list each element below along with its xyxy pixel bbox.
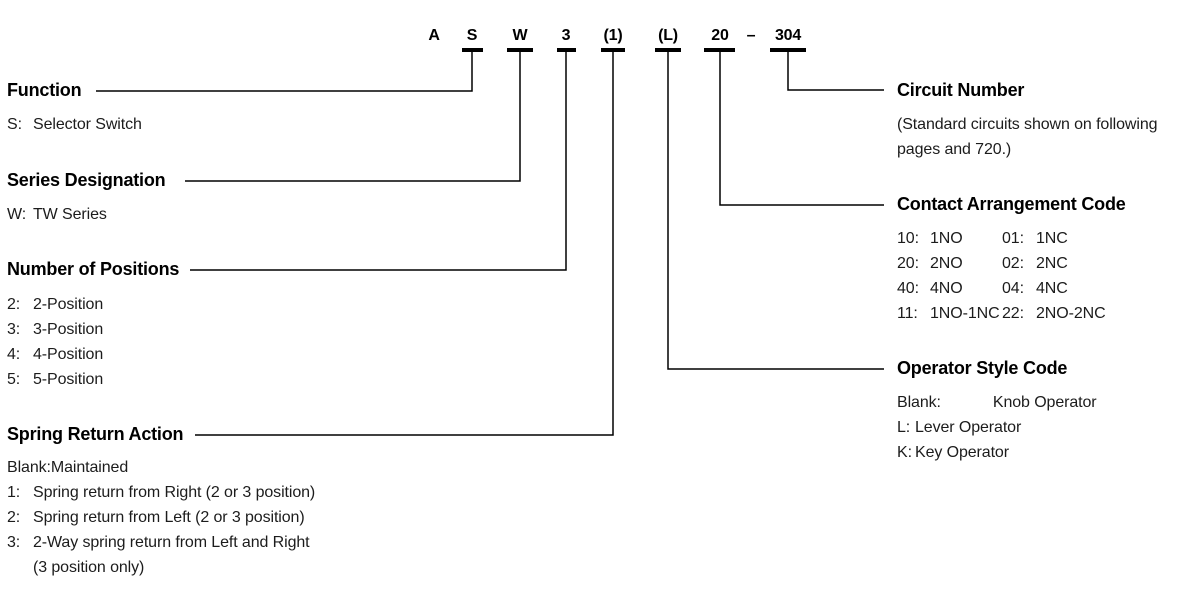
item-desc: 2-Way spring return from Left and Right … (33, 534, 310, 576)
item-desc: Lever Operator (915, 419, 1022, 436)
list-item: L: Lever Operator (897, 415, 1097, 440)
item-code: Blank: (7, 459, 51, 476)
connector-positions (190, 52, 567, 271)
list-item: 2: Spring return from Left (2 or 3 posit… (7, 505, 315, 530)
table-row: 20: 2NO 02: 2NC (897, 251, 1106, 276)
section-title-circuit: Circuit Number (897, 80, 1025, 100)
code-segment-dash: – (746, 27, 756, 44)
code-segment-circuit: 304 (774, 27, 802, 44)
contact-desc: 4NC (1036, 280, 1068, 297)
section-title-operator: Operator Style Code (897, 358, 1068, 378)
section-title-spring: Spring Return Action (7, 424, 184, 444)
item-code: 3: (7, 321, 21, 338)
contact-code: 04: (1002, 280, 1024, 297)
item-desc: Spring return from Right (2 or 3 positio… (33, 484, 316, 501)
contact-desc: 2NO (930, 255, 963, 272)
spring-items: Blank: Maintained 1: Spring return from … (7, 455, 315, 580)
section-title-series: Series Designation (7, 170, 166, 190)
code-segment-positions: 3 (561, 27, 571, 44)
underline-segment-304 (770, 48, 806, 52)
list-item: 2: 2-Position (7, 292, 103, 317)
item-desc: Key Operator (915, 444, 1009, 461)
connector-function (96, 52, 473, 92)
item-desc: Spring return from Left (2 or 3 position… (33, 509, 305, 526)
connector-contact (719, 52, 884, 206)
list-item: 3: 2-Way spring return from Left and Rig… (7, 530, 315, 580)
item-code: 4: (7, 346, 21, 363)
contact-desc: 4NO (930, 280, 963, 297)
item-desc: 3-Position (33, 321, 104, 338)
item-desc: 2-Position (33, 296, 104, 313)
item-desc: Maintained (50, 459, 129, 476)
contact-code: 02: (1002, 255, 1024, 272)
list-item: 4: 4-Position (7, 342, 103, 367)
list-item: W: TW Series (7, 202, 107, 227)
list-item: K: Key Operator (897, 440, 1097, 465)
contact-desc: 2NC (1036, 255, 1068, 272)
item-desc: 4-Position (33, 346, 104, 363)
contact-code: 22: (1002, 305, 1024, 322)
item-code: S: (7, 116, 22, 133)
positions-items: 2: 2-Position 3: 3-Position 4: 4-Positio… (7, 292, 103, 392)
contact-code: 01: (1002, 230, 1024, 247)
list-item: S: Selector Switch (7, 112, 142, 137)
item-code: 5: (7, 371, 21, 388)
contact-desc: 1NC (1036, 230, 1068, 247)
section-title-positions: Number of Positions (7, 259, 180, 279)
contact-code: 10: (897, 230, 919, 247)
underline-segment-20 (704, 48, 735, 52)
item-code: Blank: (897, 394, 941, 411)
item-desc: Selector Switch (33, 116, 142, 133)
connector-spring (195, 52, 614, 436)
item-code: K: (897, 444, 912, 461)
connector-series (185, 52, 521, 182)
item-code: L: (897, 419, 911, 436)
contact-desc: 1NO-1NC (930, 305, 1000, 322)
table-row: 11: 1NO-1NC 22: 2NO-2NC (897, 301, 1106, 326)
list-item: 1: Spring return from Right (2 or 3 posi… (7, 480, 315, 505)
series-items: W: TW Series (7, 202, 107, 227)
table-row: 40: 4NO 04: 4NC (897, 276, 1106, 301)
item-code: 3: (7, 534, 21, 551)
section-title-function: Function (7, 80, 82, 100)
contact-code: 11: (897, 305, 918, 322)
table-row: 10: 1NO 01: 1NC (897, 226, 1106, 251)
connector-circuit (787, 52, 884, 91)
circuit-note: (Standard circuits shown on following pa… (897, 116, 1158, 158)
contact-table: 10: 1NO 01: 1NC 20: 2NO 02: 2NC 40: 4NO … (897, 226, 1106, 326)
list-item: 5: 5-Position (7, 367, 103, 392)
item-desc: TW Series (33, 206, 107, 223)
list-item: Blank: Knob Operator (897, 390, 1097, 415)
item-desc: Knob Operator (992, 394, 1097, 411)
code-segment-a: A (428, 27, 440, 44)
item-code: 1: (7, 484, 21, 501)
code-segment-spring: (1) (603, 27, 623, 44)
contact-code: 40: (897, 280, 919, 297)
list-item: Blank: Maintained (7, 455, 315, 480)
item-desc: 5-Position (33, 371, 104, 388)
code-segment-series: W (512, 27, 528, 44)
code-segment-operator: (L) (658, 27, 678, 44)
underline-segment-w (507, 48, 533, 52)
code-segment-function: S (466, 27, 478, 44)
item-code: W: (7, 206, 27, 223)
contact-desc: 2NO-2NC (1036, 305, 1106, 322)
contact-desc: 1NO (930, 230, 963, 247)
code-segment-contact: 20 (711, 27, 729, 44)
underline-segment-s (462, 48, 483, 52)
item-code: 2: (7, 296, 21, 313)
contact-code: 20: (897, 255, 919, 272)
section-title-contact: Contact Arrangement Code (897, 194, 1126, 214)
list-item: 3: 3-Position (7, 317, 103, 342)
function-items: S: Selector Switch (7, 112, 142, 137)
operator-items: Blank: Knob Operator L: Lever Operator K… (897, 390, 1097, 465)
connector-operator (667, 52, 884, 370)
underline-segment-1 (601, 48, 625, 52)
item-code: 2: (7, 509, 21, 526)
underline-segment-l (655, 48, 681, 52)
underline-segment-3 (557, 48, 576, 52)
